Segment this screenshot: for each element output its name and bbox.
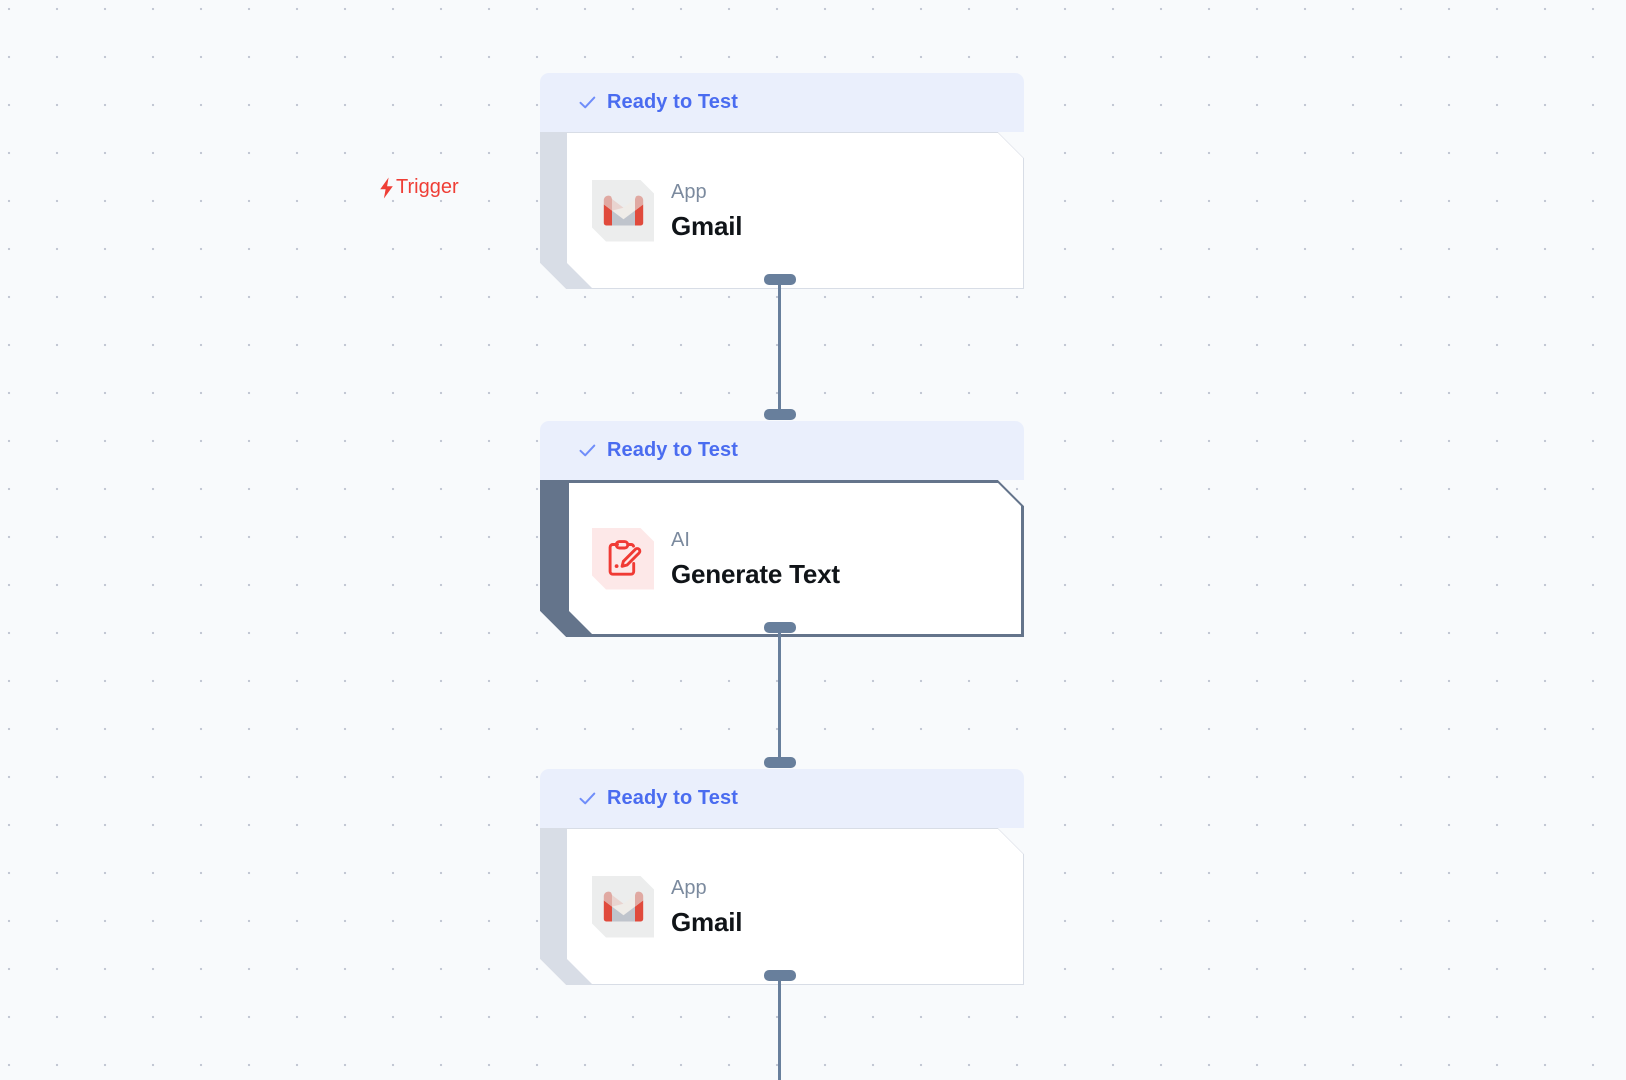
- node-card[interactable]: App Gmail: [540, 828, 1024, 985]
- node-kind-label: App: [671, 877, 707, 899]
- node-title: Generate Text: [671, 559, 840, 589]
- connector-cap-in-3[interactable]: [764, 757, 796, 768]
- node-status-text: Ready to Test: [607, 91, 738, 113]
- connector-cap-out-1[interactable]: [764, 274, 796, 285]
- workflow-node-gmail-action[interactable]: Ready to Test App: [540, 769, 1024, 985]
- connector-cap-out-2[interactable]: [764, 622, 796, 633]
- node-title: Gmail: [671, 211, 743, 241]
- clipboard-pencil-icon: [592, 528, 654, 590]
- node-kind-label: App: [671, 181, 707, 203]
- check-icon: [578, 789, 597, 808]
- connector-cap-in-2[interactable]: [764, 409, 796, 420]
- trigger-label-text: Trigger: [396, 176, 459, 198]
- node-status-bar: Ready to Test: [540, 73, 1024, 132]
- node-status-text: Ready to Test: [607, 439, 738, 461]
- node-status-text: Ready to Test: [607, 787, 738, 809]
- connector-cap-out-3[interactable]: [764, 970, 796, 981]
- connector-line-1-2[interactable]: [778, 283, 781, 416]
- node-status-bar: Ready to Test: [540, 769, 1024, 828]
- gmail-icon: [592, 180, 654, 242]
- check-icon: [578, 93, 597, 112]
- gmail-icon: [592, 876, 654, 938]
- connector-line-2-3[interactable]: [778, 631, 781, 764]
- workflow-node-generate-text[interactable]: Ready to Test AI Generate Text: [540, 421, 1024, 637]
- lightning-bolt-icon: [378, 177, 395, 199]
- node-card[interactable]: App Gmail: [540, 132, 1024, 289]
- node-card[interactable]: AI Generate Text: [540, 480, 1024, 637]
- trigger-label: Trigger: [378, 176, 459, 199]
- node-status-bar: Ready to Test: [540, 421, 1024, 480]
- node-kind-label: AI: [671, 529, 690, 551]
- check-icon: [578, 441, 597, 460]
- workflow-node-gmail-trigger[interactable]: Ready to Test App: [540, 73, 1024, 289]
- node-title: Gmail: [671, 907, 743, 937]
- connector-line-3-next[interactable]: [778, 979, 781, 1080]
